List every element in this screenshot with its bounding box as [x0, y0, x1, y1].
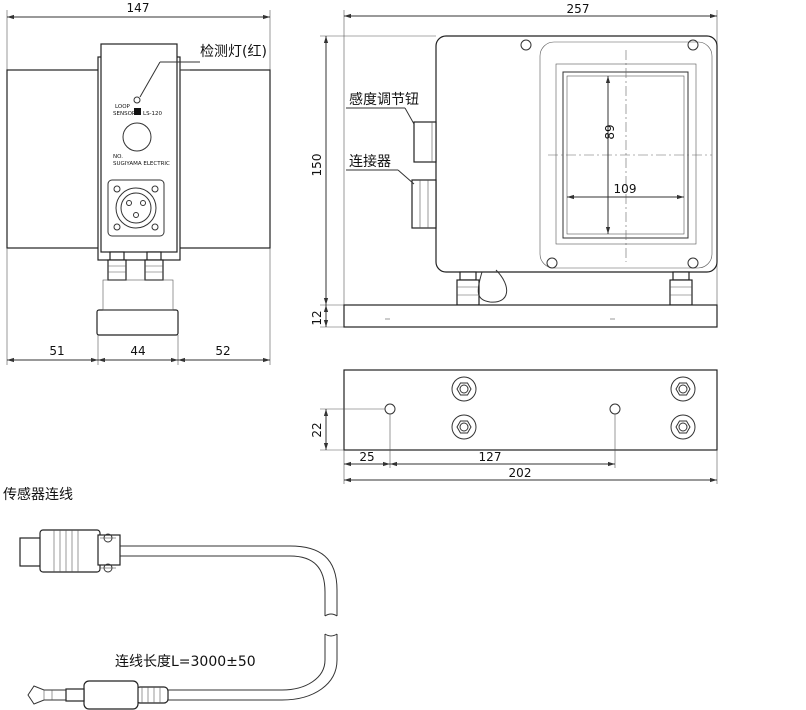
- indicator-lamp: 检测灯(红): [133, 44, 267, 104]
- nameplate-line1: LOOP: [115, 104, 131, 110]
- nameplate-model: LS-120: [143, 111, 163, 117]
- base-plate: [343, 369, 718, 451]
- front-bottom-dims: 51 44 52: [6, 248, 271, 365]
- bolt-top-left: [451, 376, 477, 402]
- sensor-housing: [435, 35, 718, 273]
- dim-side-width-label: 257: [567, 2, 590, 16]
- connector-side: [411, 179, 437, 229]
- dim-base-width-label: 202: [509, 466, 532, 480]
- connector-label: 连接器: [349, 153, 391, 170]
- cable-view: 传感器连线 连线长度L=3000±50: [3, 486, 338, 710]
- dim-right-label: 52: [215, 344, 230, 358]
- dim-total-width-label: 147: [127, 1, 150, 15]
- bolt-top-right: [670, 376, 696, 402]
- bolt-bottom-right: [670, 414, 696, 440]
- connector-socket: [107, 179, 165, 237]
- cable-title: 传感器连线: [3, 486, 73, 503]
- knob-side: [413, 121, 437, 163]
- cable-phone-plug: [27, 680, 169, 710]
- base-view: 22 25 127 202: [310, 369, 718, 484]
- cable-length-label: 连线长度L=3000±50: [115, 654, 256, 670]
- side-base: [343, 304, 718, 328]
- dim-left-label: 51: [49, 344, 64, 358]
- dim-base-depth-label: 22: [310, 422, 324, 437]
- dim-window-height-label: 89: [603, 124, 617, 139]
- nameplate-line2: SENSOR: [113, 111, 136, 117]
- front-base: [96, 309, 179, 336]
- cable-connector-plug: [19, 529, 121, 573]
- sensitivity-knob-label: 感度调节钮: [349, 91, 419, 108]
- bolt-bottom-left: [451, 414, 477, 440]
- dim-base-height-label: 12: [310, 310, 324, 325]
- dim-hole-offset-label: 25: [359, 450, 374, 464]
- control-box: [100, 43, 178, 253]
- logo-mark: [134, 108, 141, 115]
- dim-window-width-label: 109: [614, 182, 637, 196]
- knob-front: [122, 122, 152, 152]
- indicator-lamp-label: 检测灯(红): [200, 44, 267, 60]
- dim-147: 147: [6, 1, 271, 70]
- side-view: 257 150 12 89 109 感度调节钮: [310, 2, 718, 328]
- dim-side-height-label: 150: [310, 154, 324, 177]
- dim-hole-spacing-label: 127: [479, 450, 502, 464]
- nameplate-no: NO.: [113, 154, 123, 160]
- front-view: 147 检测灯(红) LOOP SENSOR LS-120 NO. SUGIYA…: [6, 1, 271, 365]
- dim-middle-label: 44: [130, 344, 145, 358]
- nameplate-maker: SUGIYAMA ELECTRIC: [113, 161, 170, 167]
